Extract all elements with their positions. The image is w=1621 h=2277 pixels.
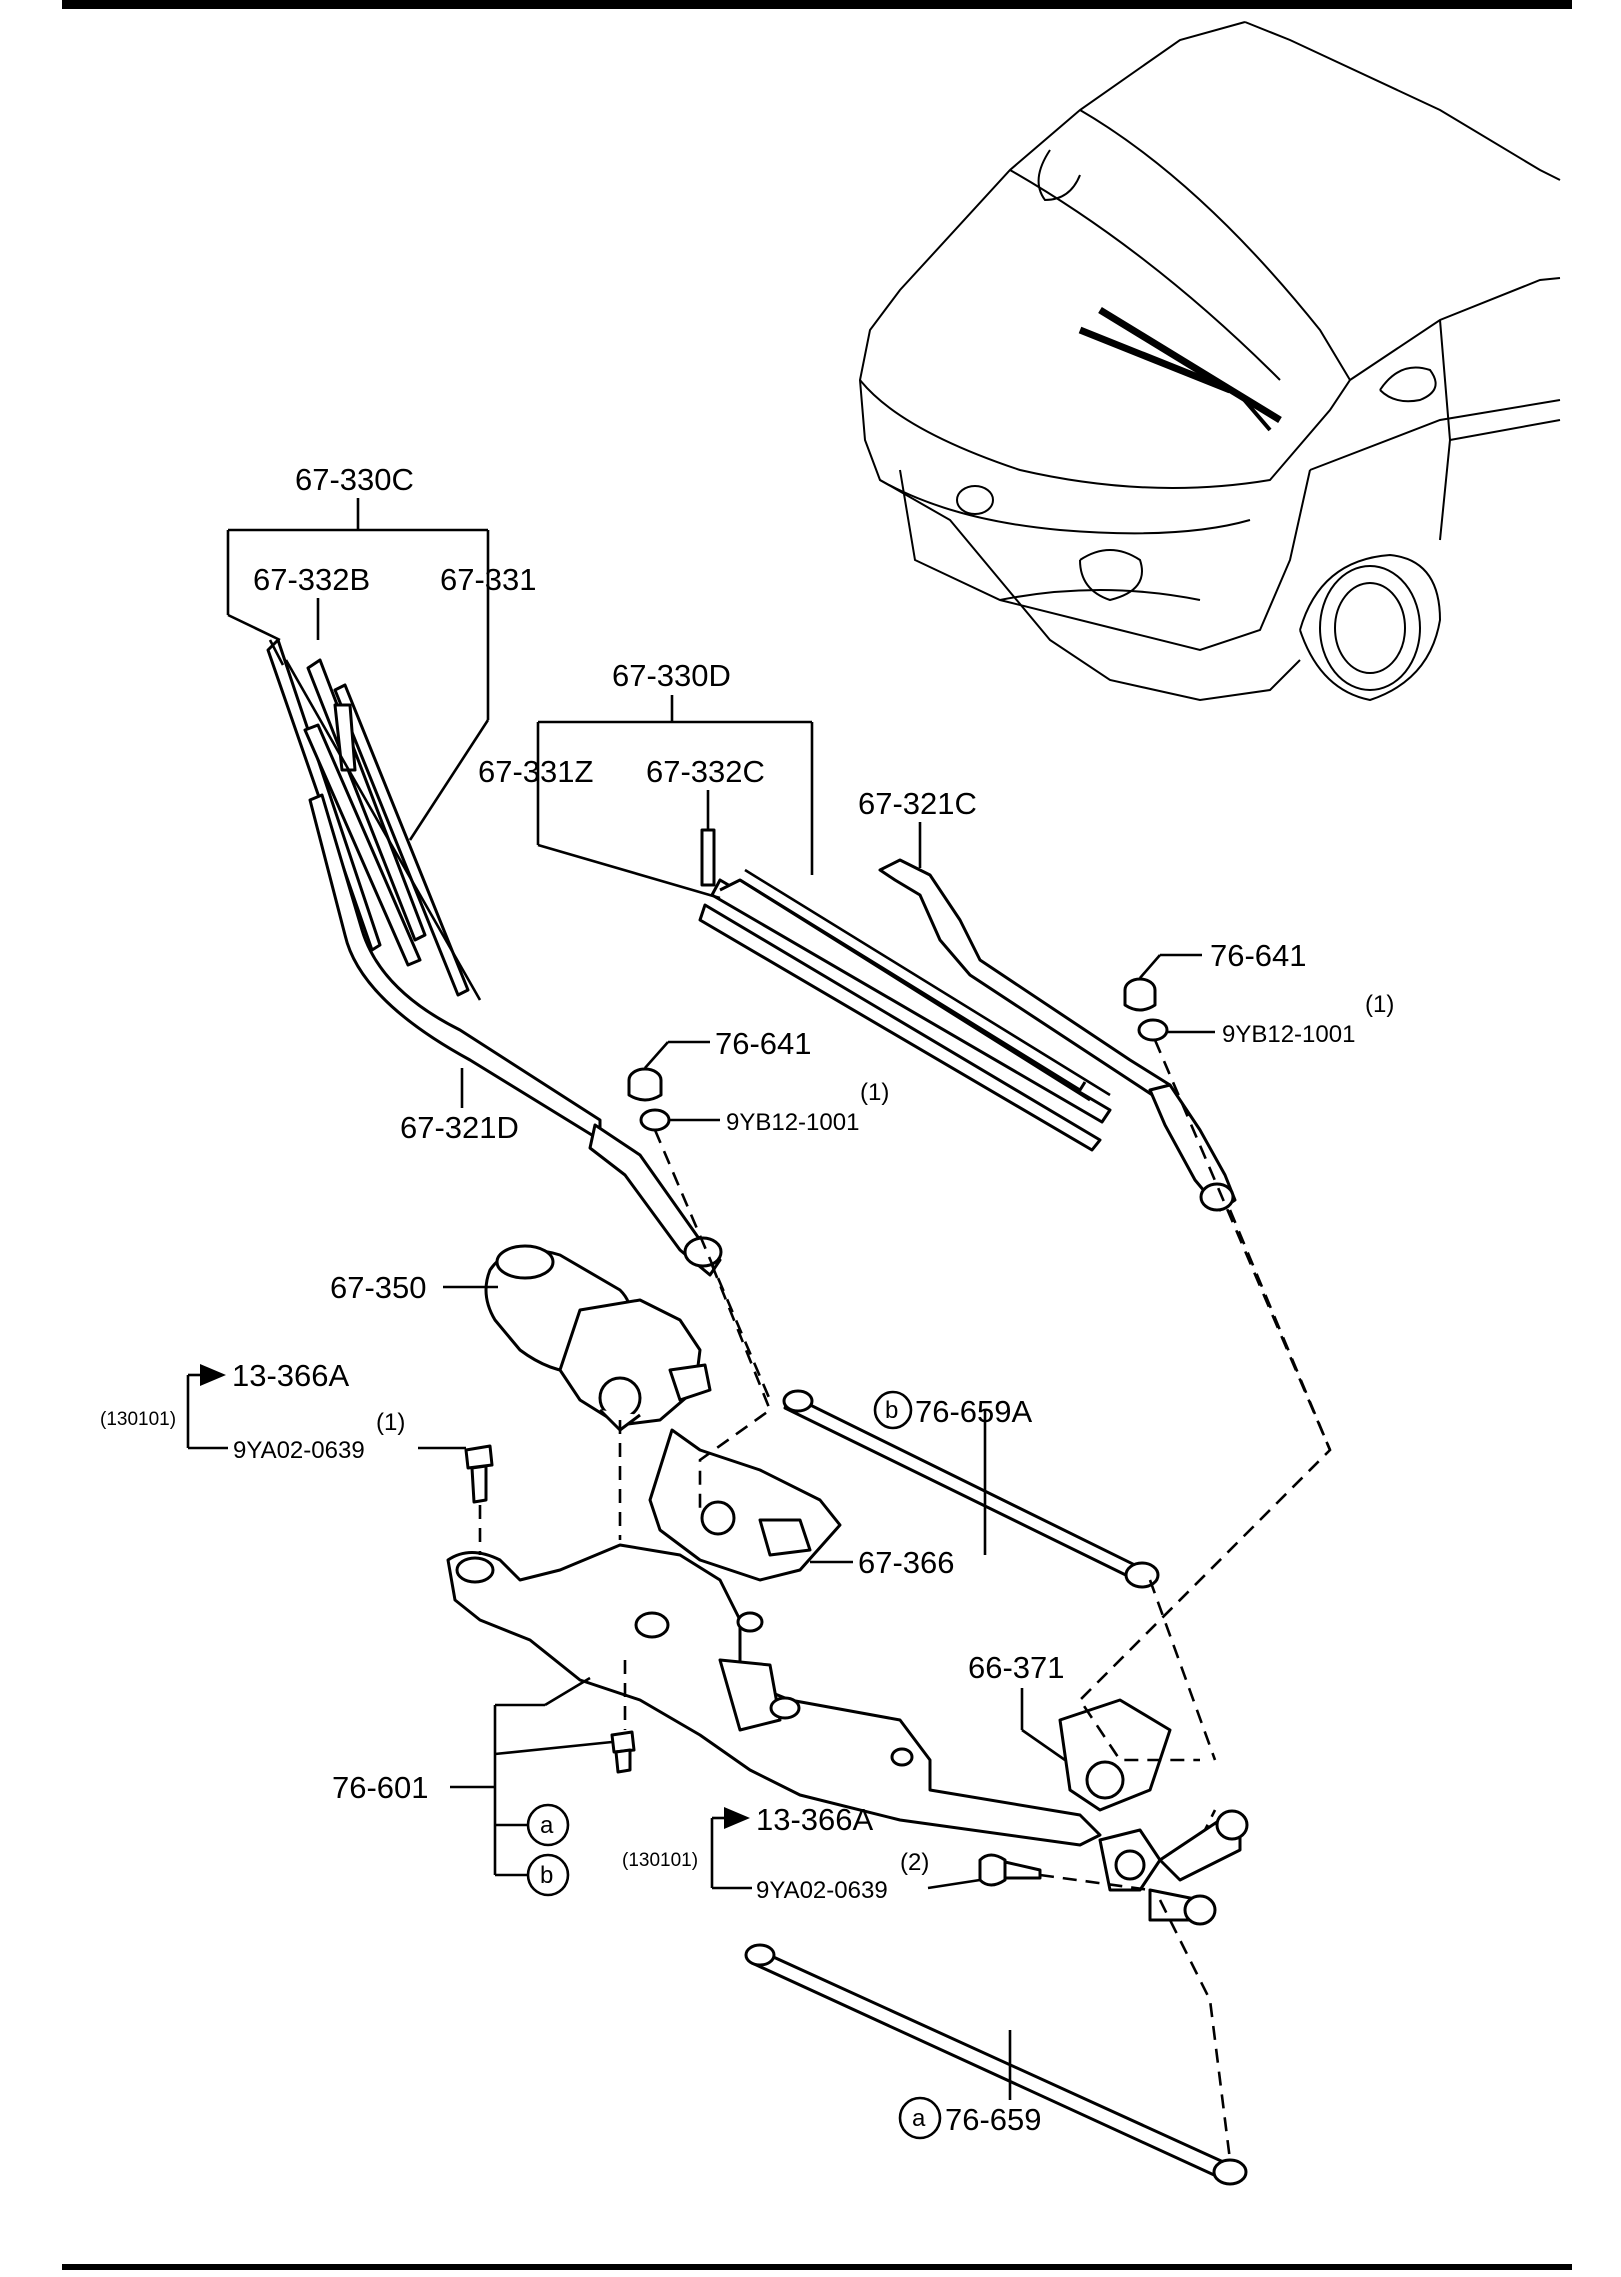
label-67-330D: 67-330D <box>612 658 731 693</box>
label-qty-nut-left: (1) <box>860 1079 889 1106</box>
label-67-321D: 67-321D <box>400 1110 519 1145</box>
upper-ref-arrow-icon <box>200 1364 226 1386</box>
label-67-350: 67-350 <box>330 1270 427 1305</box>
label-b-linkage-marker: b <box>540 1862 553 1889</box>
upper-bolt <box>464 1444 494 1504</box>
label-67-331Z: 67-331Z <box>478 754 593 789</box>
label-9YA02-0639-upper: 9YA02-0639 <box>233 1437 365 1464</box>
label-9YA02-0639-lower: 9YA02-0639 <box>756 1877 888 1904</box>
driver-wiper-arm <box>308 793 723 1277</box>
label-67-330C: 67-330C <box>295 462 414 497</box>
pivot-assembly <box>1058 1698 1249 1926</box>
car-inset-illustration <box>858 21 1561 702</box>
passenger-blade-assembly <box>698 828 1112 1152</box>
label-13-366A-lower: 13-366A <box>756 1802 874 1837</box>
linkage-frame <box>446 1543 1102 1847</box>
label-qty-bolt-upper: (1) <box>376 1409 405 1436</box>
passenger-wiper-arm <box>878 858 1237 1212</box>
lower-bolts <box>610 1730 1042 1887</box>
label-a-linkage-marker: a <box>540 1812 554 1839</box>
label-76-659A: 76-659A <box>915 1394 1033 1429</box>
link-b-marker-circle <box>873 1390 913 1430</box>
label-76-601: 76-601 <box>332 1770 429 1805</box>
motor-bracket <box>648 1428 842 1582</box>
wiper-motor <box>484 1244 712 1432</box>
linkage-b-marker-circle <box>526 1853 570 1897</box>
label-67-366: 67-366 <box>858 1545 955 1580</box>
lower-ref-arrow-icon <box>724 1807 750 1829</box>
label-a-76-659-marker: a <box>912 2105 926 2132</box>
callout-leader-lines <box>186 498 1215 2100</box>
label-76-641-right: 76-641 <box>1210 938 1307 973</box>
link-76-659 <box>744 1943 1248 2186</box>
label-66-371: 66-371 <box>968 1650 1065 1685</box>
label-130101-lower: (130101) <box>622 1850 698 1871</box>
label-9YB12-1001-left: 9YB12-1001 <box>726 1109 859 1136</box>
label-130101-upper: (130101) <box>100 1409 176 1430</box>
label-76-641-left: 76-641 <box>715 1026 812 1061</box>
linkage-a-marker-circle <box>526 1803 570 1847</box>
label-13-366A-upper: 13-366A <box>232 1358 350 1393</box>
driver-blade-assembly <box>266 638 482 1001</box>
dashed-assembly-lines <box>478 1039 1332 2161</box>
label-67-332C: 67-332C <box>646 754 765 789</box>
top-rule <box>62 0 1572 9</box>
label-qty-bolt-lower: (2) <box>900 1849 929 1876</box>
label-76-659: 76-659 <box>945 2102 1042 2137</box>
label-b-76-659A-marker: b <box>885 1397 898 1424</box>
label-67-321C: 67-321C <box>858 786 977 821</box>
bottom-rule <box>62 2264 1572 2270</box>
label-67-332B: 67-332B <box>253 562 370 597</box>
label-qty-nut-right: (1) <box>1365 991 1394 1018</box>
label-9YB12-1001-right: 9YB12-1001 <box>1222 1021 1355 1048</box>
link-a-marker-circle <box>898 2096 942 2140</box>
label-67-331: 67-331 <box>440 562 537 597</box>
